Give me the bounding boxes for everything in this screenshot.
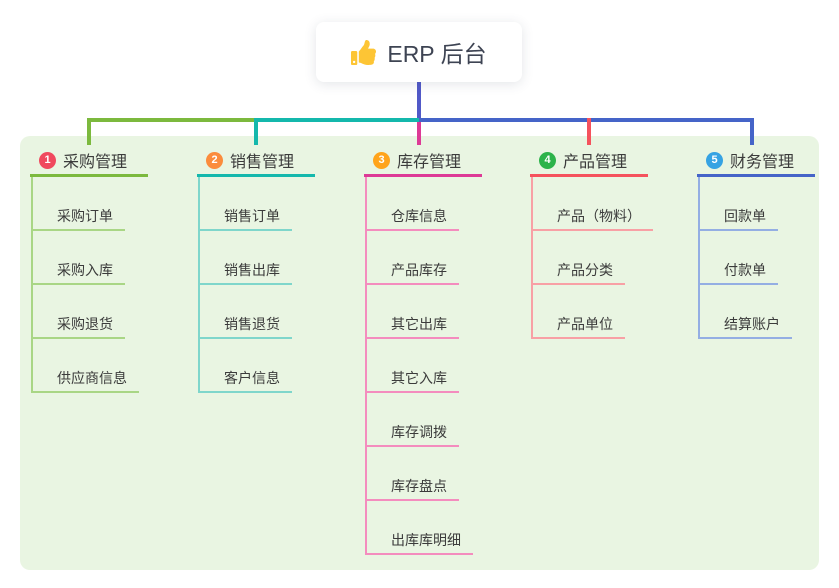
child-node[interactable]: 产品分类 xyxy=(533,231,625,285)
child-node[interactable]: 客户信息 xyxy=(200,339,292,393)
branch-children-group: 销售订单 销售出库 销售退货 客户信息 xyxy=(198,177,315,393)
child-node[interactable]: 销售退货 xyxy=(200,285,292,339)
branch-node[interactable]: 5 财务管理 xyxy=(697,146,815,177)
branch-column: 5 财务管理 回款单 付款单 结算账户 xyxy=(697,146,815,339)
branch-label: 采购管理 xyxy=(63,154,128,171)
branch-children-group: 产品（物料） 产品分类 产品单位 xyxy=(531,177,653,339)
connector-line xyxy=(254,118,419,122)
child-node[interactable]: 供应商信息 xyxy=(33,339,139,393)
child-node[interactable]: 付款单 xyxy=(700,231,778,285)
branch-children-group: 回款单 付款单 结算账户 xyxy=(698,177,815,339)
root-node[interactable]: ERP 后台 xyxy=(316,22,522,82)
child-node[interactable]: 回款单 xyxy=(700,177,778,231)
branch-node[interactable]: 3 库存管理 xyxy=(364,146,482,177)
child-node[interactable]: 销售出库 xyxy=(200,231,292,285)
branch-column: 2 销售管理 销售订单 销售出库 销售退货 客户信息 xyxy=(197,146,315,393)
branch-column: 4 产品管理 产品（物料） 产品分类 产品单位 xyxy=(530,146,653,339)
child-node[interactable]: 库存调拨 xyxy=(367,393,459,447)
branch-number-badge: 4 xyxy=(539,151,556,169)
branch-panel-background xyxy=(20,136,819,570)
branch-label: 销售管理 xyxy=(230,154,295,171)
child-node[interactable]: 采购入库 xyxy=(33,231,125,285)
branch-node[interactable]: 2 销售管理 xyxy=(197,146,315,177)
branch-column: 3 库存管理 仓库信息 产品库存 其它出库 其它入库 库存调拨 库存盘点 出库库… xyxy=(364,146,482,555)
child-node[interactable]: 其它出库 xyxy=(367,285,459,339)
child-node[interactable]: 销售订单 xyxy=(200,177,292,231)
branch-number-badge: 3 xyxy=(373,151,390,169)
connector-line xyxy=(419,118,754,122)
branch-children-group: 采购订单 采购入库 采购退货 供应商信息 xyxy=(31,177,148,393)
branch-number-badge: 1 xyxy=(39,151,56,169)
child-node[interactable]: 出库库明细 xyxy=(367,501,473,555)
child-node[interactable]: 库存盘点 xyxy=(367,447,459,501)
branch-children-group: 仓库信息 产品库存 其它出库 其它入库 库存调拨 库存盘点 出库库明细 xyxy=(365,177,482,555)
child-node[interactable]: 产品（物料） xyxy=(533,177,653,231)
connector-line xyxy=(254,118,258,145)
connector-line xyxy=(417,122,421,145)
connector-line xyxy=(750,118,754,145)
branch-number-badge: 2 xyxy=(206,151,223,169)
child-node[interactable]: 采购订单 xyxy=(33,177,125,231)
branch-number-badge: 5 xyxy=(706,151,723,169)
connector-line xyxy=(417,82,421,122)
branch-node[interactable]: 4 产品管理 xyxy=(530,146,648,177)
connector-line xyxy=(87,118,91,145)
child-node[interactable]: 其它入库 xyxy=(367,339,459,393)
branch-column: 1 采购管理 采购订单 采购入库 采购退货 供应商信息 xyxy=(30,146,148,393)
connector-line xyxy=(87,118,254,122)
branch-label: 库存管理 xyxy=(397,154,462,171)
thumbs-up-icon xyxy=(351,39,377,65)
child-node[interactable]: 产品库存 xyxy=(367,231,459,285)
child-node[interactable]: 结算账户 xyxy=(700,285,792,339)
child-node[interactable]: 仓库信息 xyxy=(367,177,459,231)
child-node[interactable]: 采购退货 xyxy=(33,285,125,339)
child-node[interactable]: 产品单位 xyxy=(533,285,625,339)
branch-label: 财务管理 xyxy=(730,154,795,171)
root-node-label: ERP 后台 xyxy=(387,41,487,67)
branch-node[interactable]: 1 采购管理 xyxy=(30,146,148,177)
branch-label: 产品管理 xyxy=(563,154,628,171)
connector-line xyxy=(587,118,591,145)
